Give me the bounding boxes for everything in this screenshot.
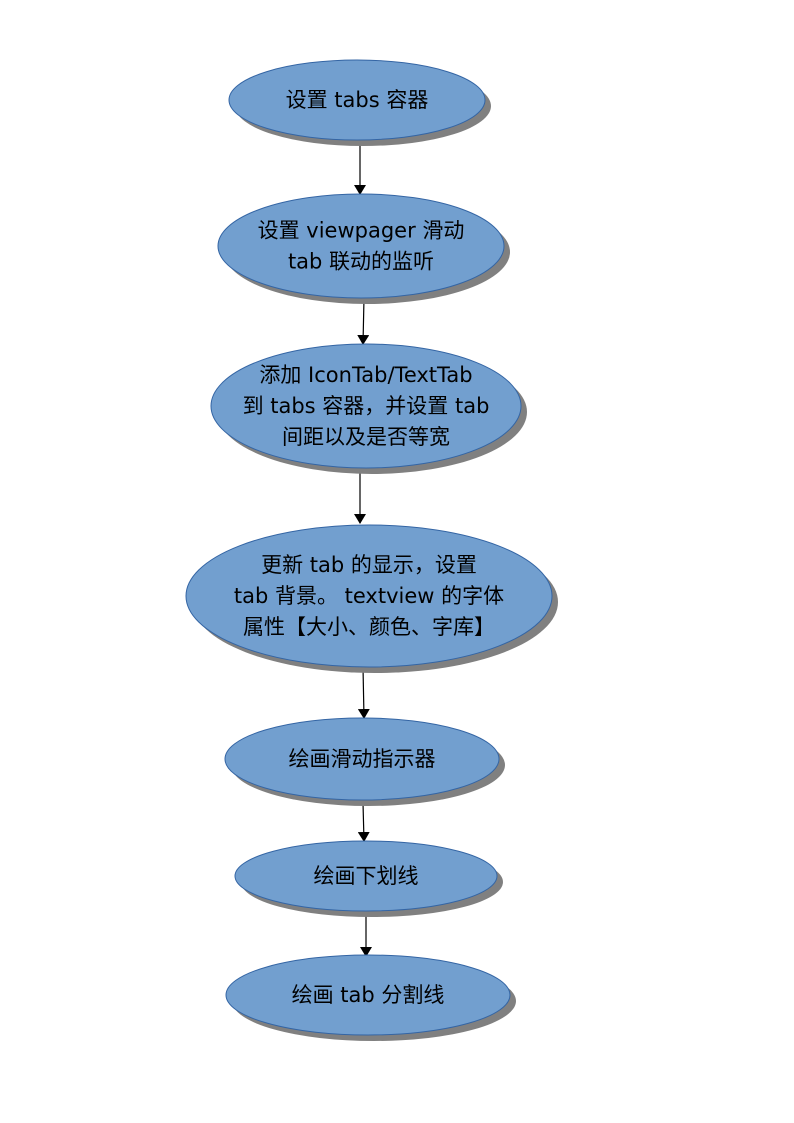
- node-label-line: 添加 IconTab/TextTab: [259, 363, 472, 387]
- node-label-line: 间距以及是否等宽: [282, 425, 450, 449]
- node-set-viewpager-listener: 设置 viewpager 滑动 tab 联动的监听: [217, 193, 510, 304]
- node-shape: [210, 343, 522, 469]
- node-label-line: 绘画下划线: [314, 864, 419, 888]
- node-draw-underline: 绘画下划线: [234, 840, 503, 917]
- node-label-line: 绘画滑动指示器: [289, 747, 436, 771]
- node-shape: [234, 840, 498, 912]
- node-shape: [228, 59, 486, 141]
- node-shape: [217, 193, 505, 299]
- edge-arrow-set-viewpager-listener-to-add-tabs: [357, 297, 370, 345]
- node-shape: [185, 524, 553, 668]
- node-label-line: 属性【大小、颜色、字库】: [243, 615, 495, 639]
- node-label-line: tab 背景。 textview 的字体: [234, 584, 504, 608]
- node-label-line: 绘画 tab 分割线: [292, 983, 445, 1007]
- node-set-tabs-container: 设置 tabs 容器: [228, 59, 491, 146]
- node-shape: [225, 954, 511, 1036]
- node-add-tabs: 添加 IconTab/TextTab 到 tabs 容器，并设置 tab 间距以及是…: [210, 343, 527, 474]
- node-draw-indicator: 绘画滑动指示器: [224, 717, 505, 806]
- edge-arrow-draw-indicator-to-draw-underline: [357, 802, 370, 842]
- node-label-line: 更新 tab 的显示，设置: [261, 553, 477, 577]
- node-shape: [224, 717, 500, 801]
- edges: [354, 140, 372, 957]
- node-label-line: 设置 tabs 容器: [286, 88, 429, 112]
- edge-arrow-update-tab-display-to-draw-indicator: [357, 666, 370, 719]
- node-label-line: 设置 viewpager 滑动: [258, 219, 465, 243]
- node-label-line: tab 联动的监听: [288, 250, 434, 274]
- node-draw-divider: 绘画 tab 分割线: [225, 954, 516, 1041]
- node-label-line: 到 tabs 容器，并设置 tab: [243, 394, 490, 418]
- node-update-tab-display: 更新 tab 的显示，设置 tab 背景。 textview 的字体属性【大小、颜…: [185, 524, 558, 673]
